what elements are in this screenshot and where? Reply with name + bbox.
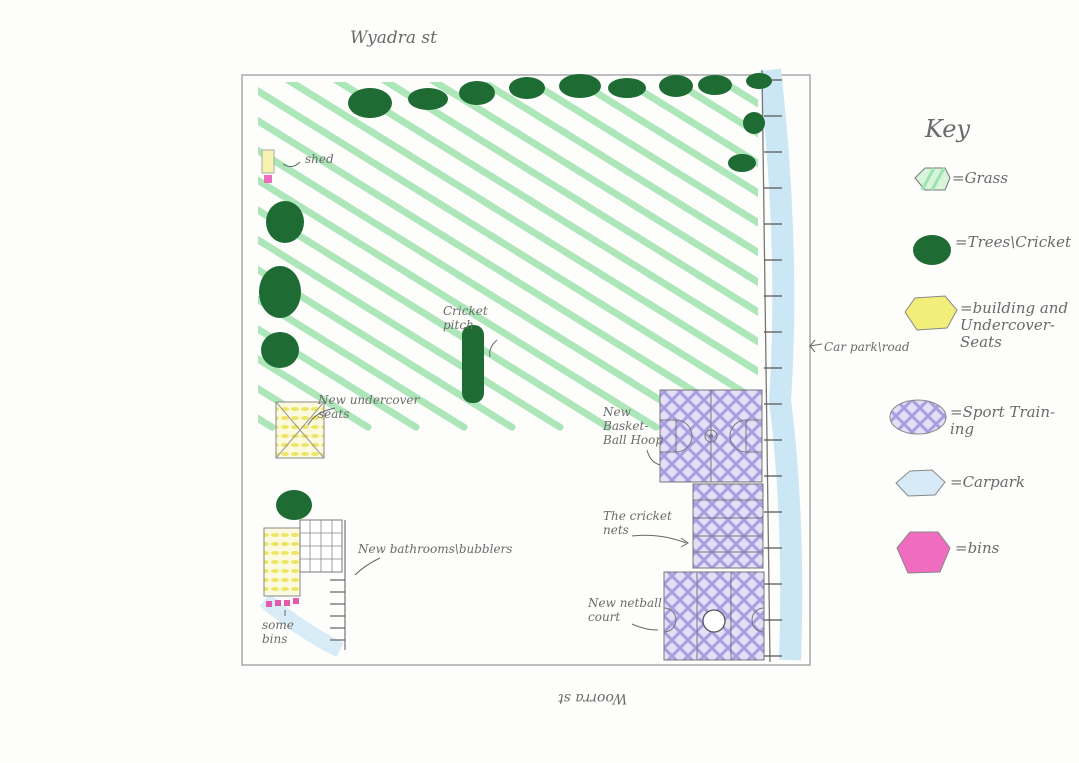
- grass-stripe: [429, 82, 758, 287]
- grass-stripe: [258, 87, 758, 406]
- street-name-bottom: Woorra st: [558, 690, 628, 706]
- tree: [743, 112, 765, 134]
- grass-stripe: [258, 206, 612, 431]
- grass-stripe: [258, 325, 420, 431]
- bins: [266, 598, 299, 607]
- grass-stripe: [258, 414, 276, 431]
- carpark-left: [259, 593, 344, 658]
- grass-stripe: [258, 116, 756, 431]
- netball-pointer: [631, 623, 659, 631]
- grass-stripe: [525, 82, 758, 227]
- cricket-nets-pointer: [631, 534, 687, 544]
- key-item-bins: =bins: [955, 539, 1000, 557]
- shed-pointer: [282, 161, 301, 168]
- grass-stripe: [333, 82, 758, 346]
- tree: [728, 154, 756, 172]
- basketball-pointer: [646, 449, 661, 466]
- label-shed: shed: [305, 152, 334, 166]
- label-basketball: New Basket- Ball Hoop: [603, 405, 664, 447]
- grass-stripe: [258, 176, 660, 431]
- shed-bin: [264, 175, 272, 183]
- basketball-court: [659, 389, 763, 483]
- tree-swatch-icon: [913, 235, 951, 265]
- key-swatches: [889, 167, 958, 574]
- arrow-head: [680, 537, 689, 548]
- tree: [261, 332, 299, 368]
- tree: [659, 75, 693, 97]
- label-undercover-seats: New undercover seats: [318, 393, 420, 421]
- tree: [276, 490, 312, 520]
- key-item-trees: =Trees\Cricket: [955, 233, 1072, 251]
- shed: [261, 149, 275, 174]
- site-boundary: [241, 74, 811, 666]
- grass-stripe: [258, 146, 708, 431]
- grass-stripe: [669, 82, 758, 138]
- tree: [698, 75, 732, 95]
- tree: [266, 201, 304, 243]
- cricket-nets: [692, 483, 764, 569]
- tree: [408, 88, 448, 110]
- label-bathrooms: New bathrooms\bubblers: [358, 542, 513, 556]
- key-item-carpark: =Carpark: [950, 473, 1025, 491]
- grass-area: [0, 80, 1079, 431]
- grass-stripe: [864, 80, 1079, 427]
- key-item-grass: =Grass: [952, 169, 1009, 187]
- trees-top: [348, 73, 772, 172]
- tree: [509, 77, 545, 99]
- grass-stripe: [285, 82, 758, 376]
- tree: [348, 88, 392, 118]
- key-title: Key: [925, 115, 971, 143]
- grass-stripe: [381, 82, 758, 316]
- cricket-pitch: [462, 325, 484, 403]
- tree: [608, 78, 646, 98]
- label-cricket-pitch: Cricket pitch: [443, 304, 488, 332]
- label-car-park-road: Car park\road: [824, 340, 910, 354]
- key-item-sport: =Sport Train- ing: [950, 403, 1056, 438]
- grass-stripe: [0, 80, 224, 427]
- grass-stripe: [1056, 80, 1079, 427]
- car-park-road: [759, 68, 803, 663]
- tree: [459, 81, 495, 105]
- cricket-pitch-pointer: [489, 339, 498, 358]
- carpark-swatch-icon: [895, 469, 946, 497]
- road-pointer: [808, 339, 823, 353]
- grass-stripe: [1008, 80, 1079, 427]
- grass-stripe: [258, 265, 516, 431]
- netball-court: [663, 571, 765, 661]
- tree: [259, 266, 301, 318]
- grass-stripe: [258, 295, 468, 431]
- label-bins: some bins: [262, 618, 294, 646]
- grass-stripe: [621, 82, 758, 168]
- undercover-seats: [275, 401, 325, 459]
- bathrooms-pointer: [354, 557, 381, 576]
- label-netball: New netball court: [588, 596, 662, 624]
- bathrooms-building: [263, 519, 343, 597]
- grass-stripe: [573, 82, 758, 197]
- trees-left: [259, 201, 312, 520]
- grass-stripe: [258, 354, 372, 431]
- sport-swatch-icon: [889, 399, 947, 435]
- key-item-building: =building and Undercover- Seats: [960, 299, 1069, 351]
- bins-swatch-icon: [896, 531, 951, 574]
- grass-stripe: [477, 82, 758, 257]
- tree: [559, 74, 601, 98]
- grass-stripe: [960, 80, 1079, 427]
- building-swatch-icon: [904, 295, 958, 331]
- label-cricket-nets: The cricket nets: [603, 509, 672, 537]
- seats-pointer: [307, 407, 336, 426]
- street-name-top: Wyadra st: [350, 28, 437, 48]
- tree: [746, 73, 772, 89]
